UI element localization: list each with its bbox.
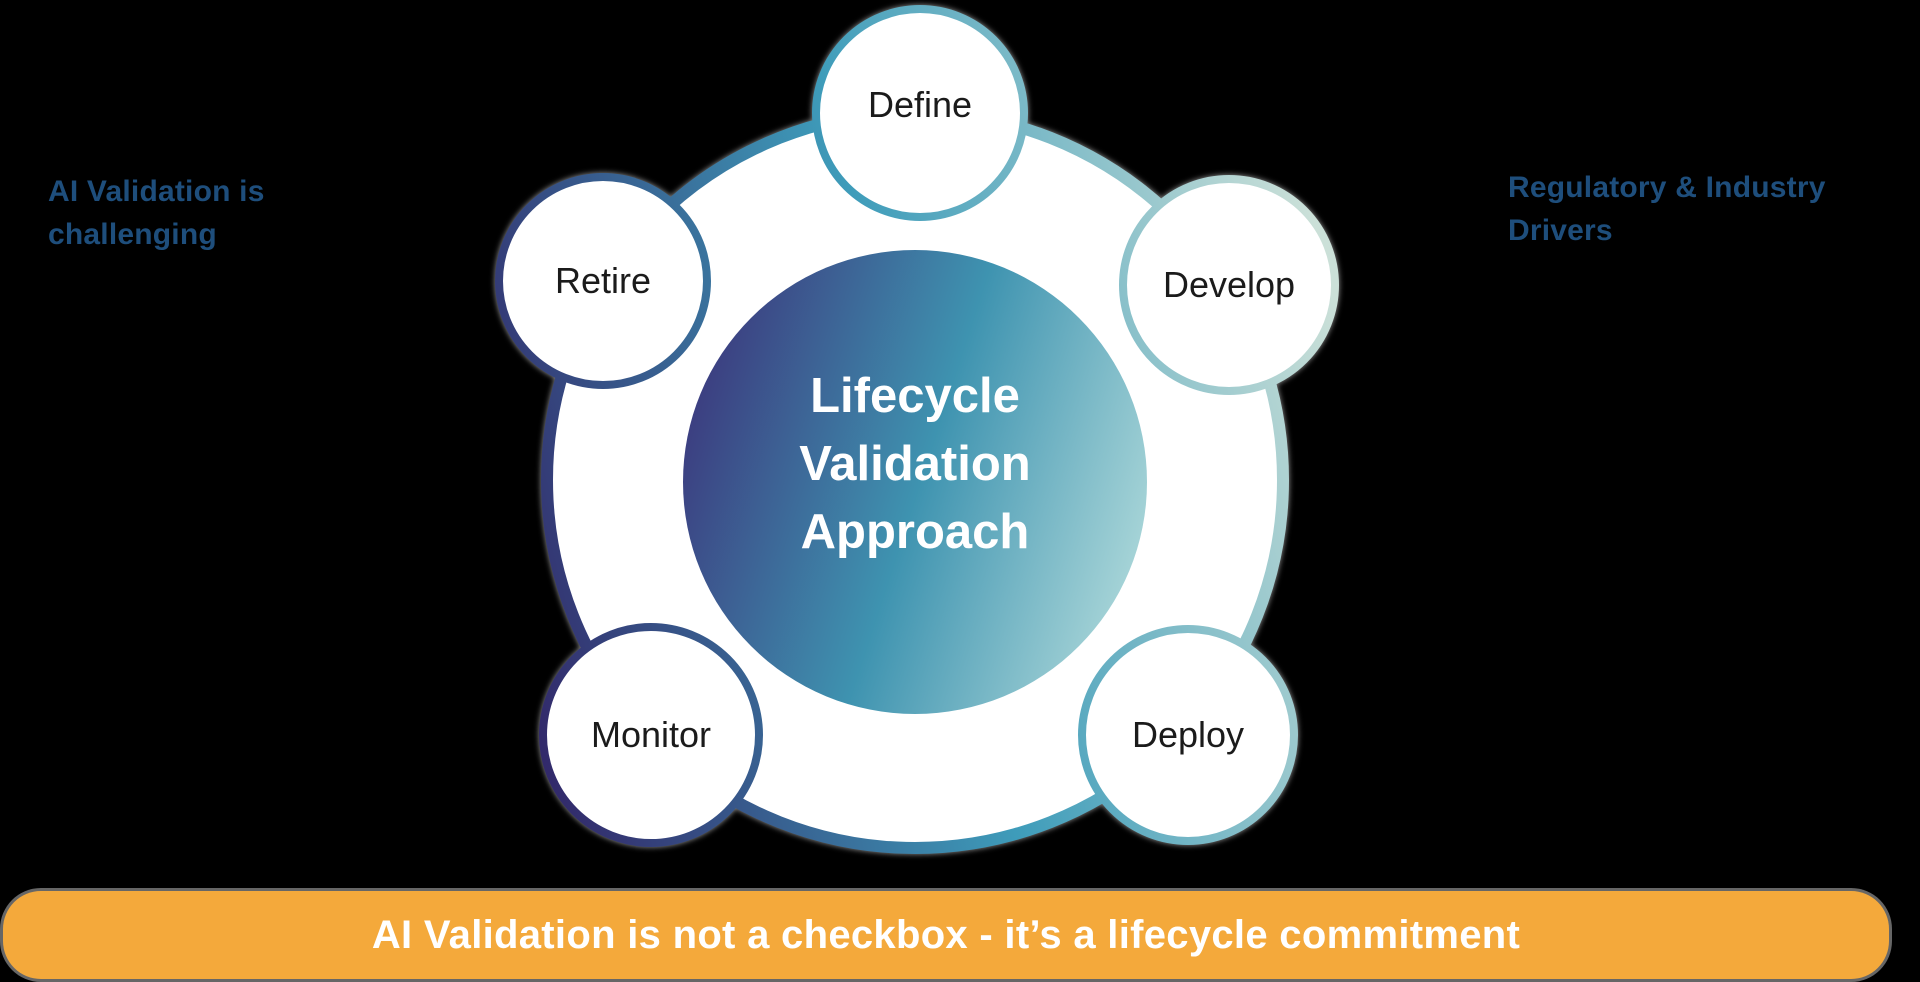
phase-label-define: Define [868, 84, 972, 125]
commitment-banner: AI Validation is not a checkbox - it’s a… [3, 891, 1889, 979]
center-title-line2: Validation [799, 437, 1030, 491]
center-title-line3: Approach [801, 505, 1030, 559]
phase-circle-deploy [1078, 625, 1298, 845]
phase-circle-monitor [539, 623, 763, 847]
note-left-line2: challenging [48, 218, 217, 251]
note-right-line1: Regulatory & Industry [1508, 171, 1826, 204]
note-ai-validation-challenging: AI Validation is challenging [48, 170, 265, 256]
commitment-banner-text: AI Validation is not a checkbox - it’s a… [371, 912, 1521, 957]
note-right-line2: Drivers [1508, 214, 1613, 247]
center-title-line1: Lifecycle [810, 369, 1020, 423]
phase-circle-retire [495, 173, 711, 389]
phase-label-retire: Retire [555, 260, 651, 301]
center-circle [683, 250, 1147, 714]
note-regulatory-industry-drivers: Regulatory & Industry Drivers [1508, 166, 1826, 252]
phase-label-develop: Develop [1163, 264, 1295, 305]
note-left-line1: AI Validation is [48, 175, 265, 208]
phase-circle-define [812, 5, 1028, 221]
phase-circle-develop [1119, 175, 1339, 395]
phase-label-deploy: Deploy [1132, 714, 1244, 755]
phase-label-monitor: Monitor [591, 714, 711, 755]
